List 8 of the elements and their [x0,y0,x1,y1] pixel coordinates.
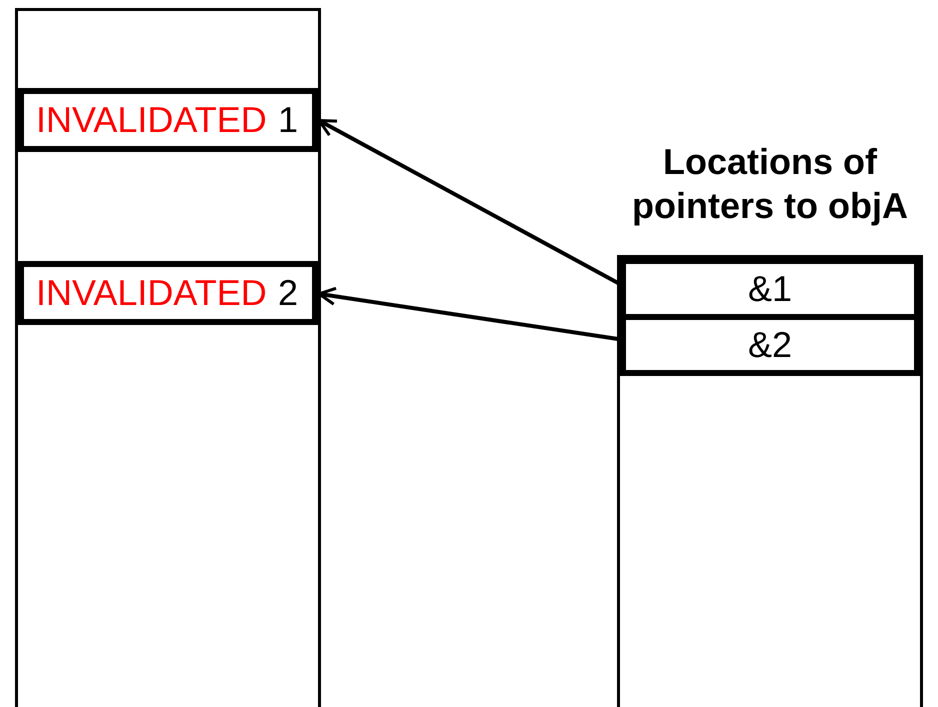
cell-value: 1 [278,100,298,140]
status-text: INVALIDATED [36,273,267,313]
memory-cell [18,261,318,325]
memory-column [15,8,321,707]
cell-value: 2 [278,273,298,313]
status-text: INVALIDATED [36,100,267,140]
memory-cell [18,88,318,152]
column-heading: Locations of pointers to objA [631,140,909,228]
